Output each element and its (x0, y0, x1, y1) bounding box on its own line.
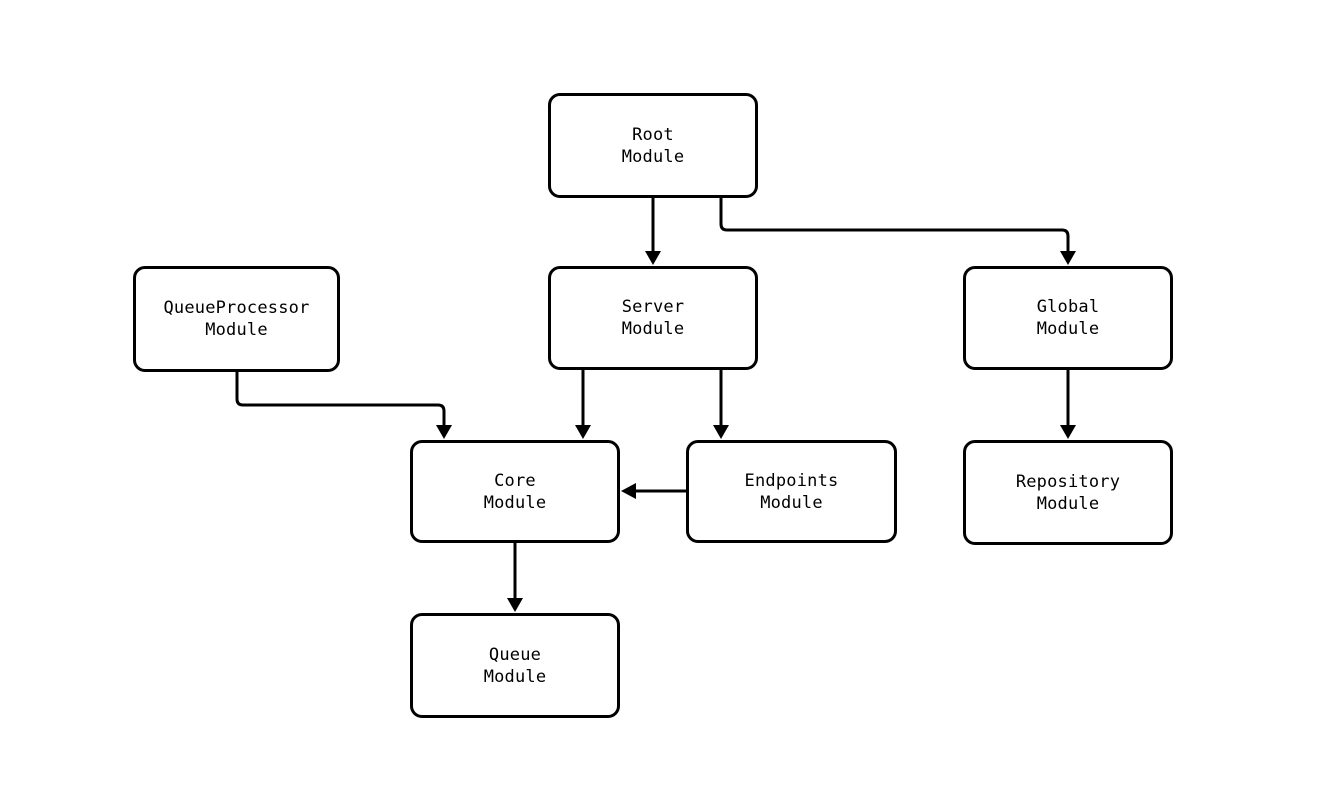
node-label-line2: Module (1036, 319, 1100, 339)
edge-endpoints-to-core (621, 483, 686, 499)
node-label-line2: Module (621, 319, 685, 339)
edge-root-to-server (645, 198, 661, 265)
node-label-line2: Module (621, 146, 685, 167)
node-root-module[interactable]: Root Module (548, 93, 758, 198)
edge-root-to-global (719, 198, 1076, 265)
node-label-line2: Module (760, 492, 823, 513)
node-endpoints-module[interactable]: Endpoints Module (686, 440, 897, 543)
node-server-module[interactable]: Server Module (548, 266, 758, 370)
edge-queueprocessor-to-core (235, 372, 452, 439)
node-label-line1: QueueProcessor (163, 298, 310, 318)
node-label-line1: Queue (488, 644, 542, 665)
edge-server-to-core (575, 370, 591, 439)
node-label-line2: Module (483, 492, 547, 513)
node-label-line1: Endpoints (744, 470, 839, 491)
node-queueprocessor-module[interactable]: QueueProcessor Module (133, 266, 340, 372)
node-core-module[interactable]: Core Module (410, 440, 620, 543)
node-label-line1: Root (632, 124, 674, 145)
node-label-line2: Module (1036, 493, 1100, 514)
node-label-line1: Core (494, 470, 536, 491)
node-repository-module[interactable]: Repository Module (963, 440, 1173, 545)
edge-core-to-queue (507, 543, 523, 612)
node-queue-module[interactable]: Queue Module (410, 613, 620, 718)
node-label-line2: Module (205, 320, 268, 340)
node-label-line1: Repository (1015, 471, 1121, 492)
edge-server-to-endpoints (713, 370, 729, 439)
node-label-line1: Global (1036, 297, 1100, 317)
node-label-line2: Module (483, 666, 547, 687)
node-label-line1: Server (621, 297, 685, 317)
node-global-module[interactable]: Global Module (963, 266, 1173, 370)
edge-global-to-repository (1060, 370, 1076, 439)
